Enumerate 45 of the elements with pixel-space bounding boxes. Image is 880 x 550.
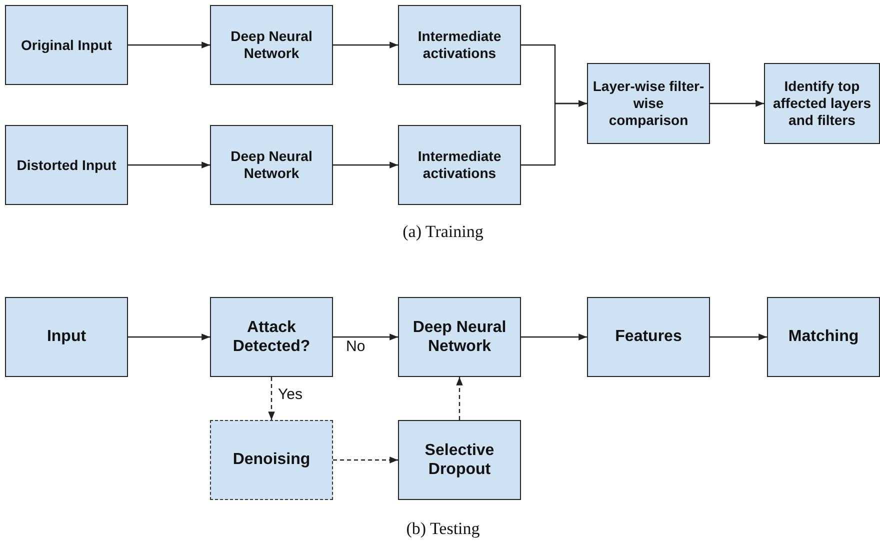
process-box bbox=[398, 297, 521, 377]
box-label: Identify top affected layers and filters bbox=[772, 78, 872, 129]
arrow bbox=[268, 377, 275, 420]
arrow bbox=[128, 42, 210, 48]
arrow bbox=[710, 334, 767, 340]
box-label: Features bbox=[614, 327, 683, 347]
process-box bbox=[587, 297, 710, 377]
arrow bbox=[521, 334, 587, 340]
process-box bbox=[210, 5, 333, 85]
process-box bbox=[398, 420, 521, 500]
box-label: Original Input bbox=[20, 36, 113, 54]
process-box bbox=[210, 420, 333, 500]
process-box bbox=[5, 5, 128, 85]
process-box bbox=[398, 5, 521, 85]
figure-caption: (a) Training bbox=[402, 222, 484, 242]
box-label: Input bbox=[46, 327, 88, 347]
box-label: Deep Neural Network bbox=[230, 148, 314, 182]
box-label: Intermediate activations bbox=[416, 28, 502, 62]
process-box bbox=[5, 125, 128, 205]
process-box bbox=[764, 63, 880, 144]
box-label: Distorted Input bbox=[16, 156, 118, 174]
arrow bbox=[333, 334, 398, 340]
box-label: Intermediate activations bbox=[416, 148, 502, 182]
process-box bbox=[5, 297, 128, 377]
box-label: Deep Neural Network bbox=[230, 28, 314, 62]
figure-caption: (b) Testing bbox=[406, 519, 480, 539]
box-label: Matching bbox=[787, 327, 860, 347]
box-label: Denoising bbox=[232, 450, 312, 470]
process-box bbox=[210, 297, 333, 377]
process-box bbox=[587, 63, 710, 144]
box-label: Deep Neural Network bbox=[412, 318, 508, 356]
arrow bbox=[710, 100, 764, 107]
arrow bbox=[128, 334, 210, 340]
arrow bbox=[333, 162, 398, 168]
box-label: Attack Detected? bbox=[232, 318, 312, 356]
process-box bbox=[767, 297, 880, 377]
arrow bbox=[333, 42, 398, 48]
process-box bbox=[398, 125, 521, 205]
arrow bbox=[456, 377, 463, 420]
box-label: Selective Dropout bbox=[424, 440, 496, 480]
arrow bbox=[521, 100, 587, 166]
arrow bbox=[333, 456, 398, 464]
box-label: Layer-wise filter-wise comparison bbox=[592, 78, 706, 129]
process-box bbox=[210, 125, 333, 205]
arrow bbox=[128, 162, 210, 168]
